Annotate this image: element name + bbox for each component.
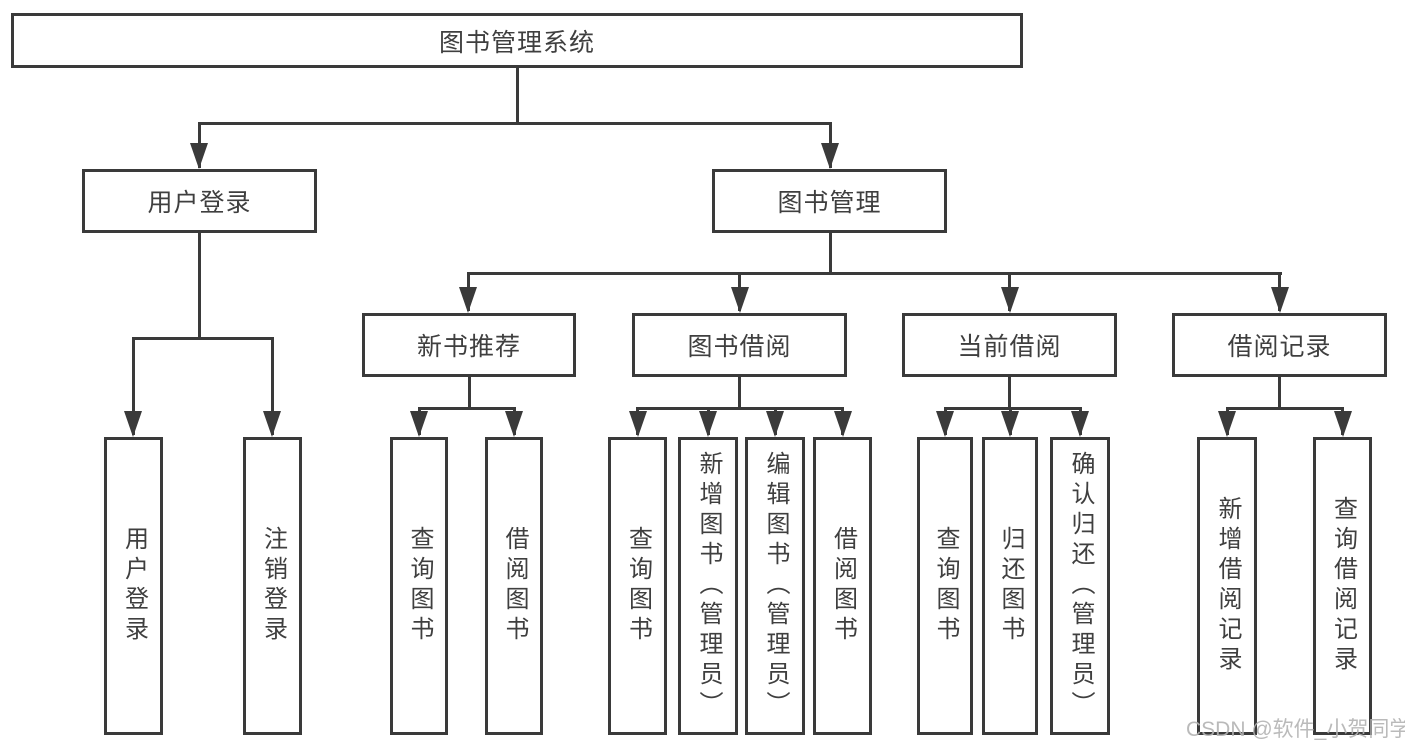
arrow-down-icon (936, 411, 954, 437)
node-new-book-recommendation: 新书推荐 (362, 313, 576, 377)
connector-line (738, 377, 741, 407)
connector-line (636, 407, 844, 410)
connector-line (131, 337, 135, 435)
arrow-down-icon (459, 287, 477, 313)
connector-line (1225, 407, 1344, 410)
leaf-return-books: 归还图书 (982, 437, 1038, 735)
arrow-down-icon (1333, 411, 1352, 437)
arrow-down-icon (410, 411, 428, 437)
connector-line (417, 407, 516, 410)
connector-line (515, 68, 519, 122)
leaf-query-books-current: 查询图书 (917, 437, 973, 735)
connector-line (270, 337, 274, 435)
leaf-logout: 注销登录 (243, 437, 302, 735)
node-user-login: 用户登录 (82, 169, 317, 233)
leaf-query-books-recommend: 查询图书 (390, 437, 448, 735)
leaf-query-books-borrow: 查询图书 (608, 437, 667, 735)
arrow-down-icon (505, 411, 523, 437)
arrow-down-icon (124, 411, 142, 437)
node-book-borrowing: 图书借阅 (632, 313, 847, 377)
leaf-borrow-books: 借阅图书 (813, 437, 872, 735)
arrow-down-icon (699, 411, 717, 437)
leaf-edit-books-admin: 编辑图书（管理员） (745, 437, 805, 735)
node-book-management: 图书管理 (712, 169, 947, 233)
connector-line (943, 407, 1082, 410)
connector-line (466, 272, 1282, 275)
arrow-down-icon (628, 411, 647, 437)
arrow-down-icon (1001, 411, 1019, 437)
connector-line (197, 122, 832, 125)
connector-line (1008, 377, 1011, 407)
connector-line (828, 233, 832, 272)
arrow-down-icon (1270, 287, 1289, 313)
arrow-down-icon (190, 143, 208, 169)
leaf-borrow-books-recommend: 借阅图书 (485, 437, 543, 735)
connector-line (197, 233, 201, 337)
arrow-down-icon (833, 411, 852, 437)
node-library-management-system: 图书管理系统 (11, 13, 1023, 68)
arrow-down-icon (1000, 287, 1019, 313)
arrow-down-icon (730, 287, 749, 313)
leaf-user-login: 用户登录 (104, 437, 163, 735)
connector-line (131, 337, 274, 340)
arrow-down-icon (1071, 411, 1089, 437)
leaf-add-borrow-record: 新增借阅记录 (1197, 437, 1257, 735)
connector-line (1278, 377, 1281, 407)
csdn-watermark: CSDN @软件_小贺同学 (1186, 718, 1405, 741)
node-borrowing-records: 借阅记录 (1172, 313, 1387, 377)
leaf-query-borrow-record: 查询借阅记录 (1313, 437, 1372, 735)
leaf-confirm-return-admin: 确认归还（管理员） (1050, 437, 1110, 735)
arrow-down-icon (821, 143, 839, 169)
arrow-down-icon (263, 411, 281, 437)
connector-line (467, 377, 471, 407)
leaf-add-books-admin: 新增图书（管理员） (678, 437, 738, 735)
node-current-borrowing: 当前借阅 (902, 313, 1117, 377)
arrow-down-icon (1218, 411, 1236, 437)
arrow-down-icon (766, 411, 784, 437)
